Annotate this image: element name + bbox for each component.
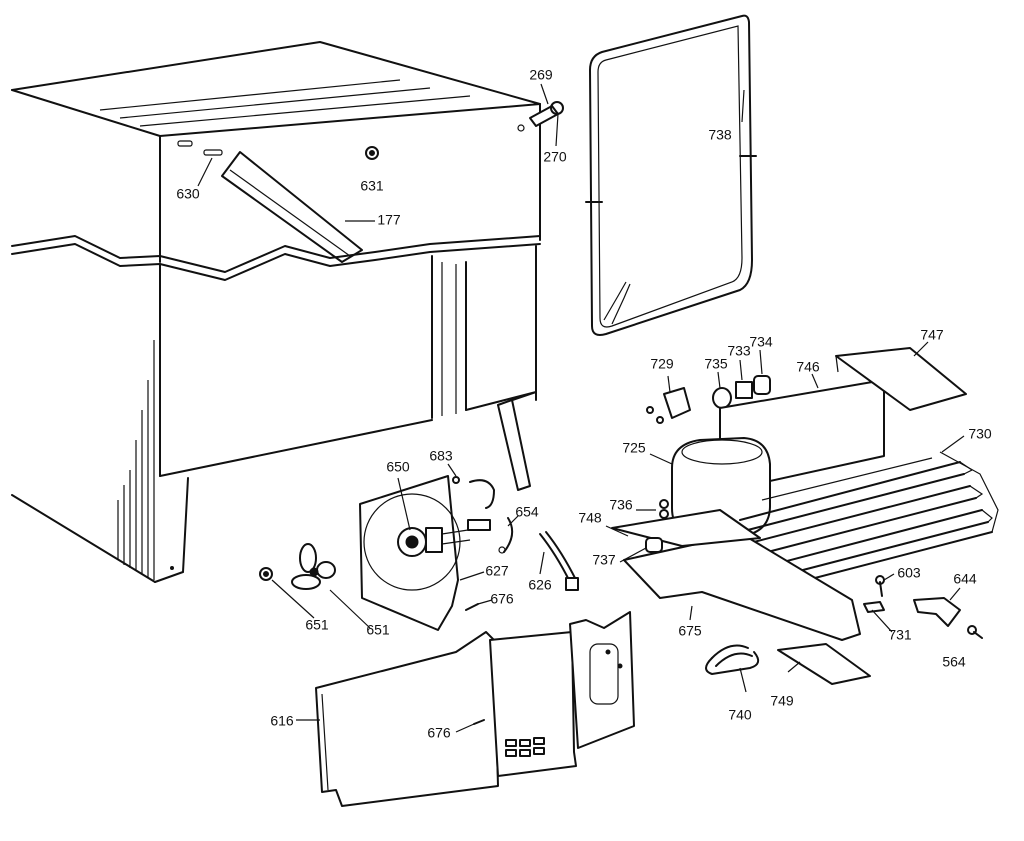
label-644: 644 — [953, 571, 977, 587]
fan-blade-651 — [291, 543, 336, 590]
label-738: 738 — [708, 127, 732, 143]
label-627: 627 — [485, 563, 509, 579]
label-630: 630 — [176, 186, 200, 202]
screw-603 — [875, 575, 885, 597]
bracket-747 — [835, 347, 967, 411]
label-737: 737 — [592, 552, 616, 568]
nut-651 — [259, 567, 273, 581]
label-603: 603 — [897, 565, 921, 581]
panel-right — [569, 611, 635, 749]
label-746: 746 — [796, 359, 820, 375]
fan-bracket-627 — [359, 475, 491, 631]
label-676-upper: 676 — [490, 591, 514, 607]
label-731: 731 — [888, 627, 912, 643]
label-735: 735 — [704, 356, 728, 372]
gasket-frame-738 — [585, 14, 757, 336]
compressor-base-pan — [611, 499, 861, 641]
cabinet-lower — [11, 245, 537, 583]
label-616: 616 — [270, 713, 294, 729]
condenser-coil-730 — [739, 451, 999, 587]
tray-749 — [777, 643, 871, 685]
label-650: 650 — [386, 459, 410, 475]
screw-564 — [967, 625, 983, 639]
break-lines — [11, 235, 541, 281]
label-651-right: 651 — [366, 622, 390, 638]
label-676-lower: 676 — [427, 725, 451, 741]
label-749: 749 — [770, 693, 794, 709]
tube-654 — [498, 517, 514, 554]
label-734: 734 — [749, 334, 773, 350]
label-747: 747 — [920, 327, 944, 343]
label-270: 270 — [543, 149, 567, 165]
clip-683 — [452, 476, 495, 509]
screw-676-lower — [473, 719, 485, 725]
relay-729 — [646, 387, 691, 424]
label-740: 740 — [728, 707, 752, 723]
spring-740 — [705, 644, 760, 675]
label-564: 564 — [942, 654, 966, 670]
cabinet-upper — [11, 41, 564, 263]
part-labels: 630 631 177 269 270 738 729 735 733 734 … — [176, 67, 992, 741]
label-675: 675 — [678, 623, 702, 639]
label-631: 631 — [360, 178, 384, 194]
panel-middle — [489, 631, 577, 777]
label-748: 748 — [578, 510, 602, 526]
label-654: 654 — [515, 504, 539, 520]
label-651-left: 651 — [305, 617, 329, 633]
label-177: 177 — [377, 212, 401, 228]
parts-733-735-734 — [712, 375, 771, 409]
label-683: 683 — [429, 448, 453, 464]
label-725: 725 — [622, 440, 646, 456]
bracket-644 — [913, 597, 961, 627]
label-730: 730 — [968, 426, 992, 442]
label-626: 626 — [528, 577, 552, 593]
screw-676-upper — [465, 603, 479, 611]
clip-731 — [863, 601, 885, 613]
label-269: 269 — [529, 67, 553, 83]
cabinet-shading — [117, 340, 155, 580]
label-729: 729 — [650, 356, 674, 372]
label-733: 733 — [727, 343, 751, 359]
panel-616 — [315, 631, 499, 807]
drain-tube-626 — [539, 531, 579, 591]
label-736: 736 — [609, 497, 633, 513]
leader-lines — [197, 83, 965, 733]
